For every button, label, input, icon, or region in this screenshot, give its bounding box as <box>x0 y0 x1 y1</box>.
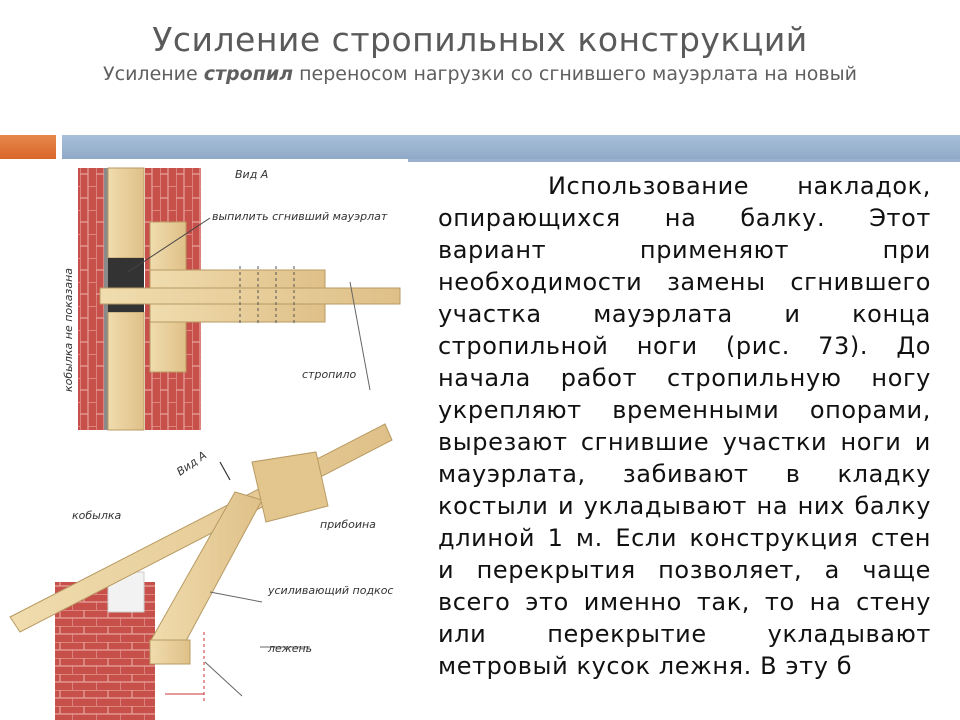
subtitle-suffix: переносом нагрузки со сгнившего мауэрлат… <box>293 63 857 85</box>
subtitle-prefix: Усиление <box>103 63 204 85</box>
label-lezhen: лежень <box>267 642 312 655</box>
label-podkos: усиливающий подкос <box>267 584 393 597</box>
subtitle-emphasis: стропил <box>203 63 294 85</box>
section-view-a <box>78 167 401 431</box>
slide-subtitle: Усиление стропил переносом нагрузки со с… <box>100 62 860 86</box>
accent-underline <box>408 159 960 162</box>
label-stropilo: стропило <box>302 368 357 381</box>
label-vid-a-top: Вид А <box>235 168 268 181</box>
label-cut-mauerlat: выпилить сгнивший мауэрлат <box>212 210 388 223</box>
rafter-reinforcement-figure: Вид А выпилить сгнивший мауэрлат кобылка… <box>9 167 401 720</box>
slide-title: Усиление стропильных конструкций <box>152 20 808 59</box>
body-paragraph: Использование накладок, опирающихся на б… <box>438 172 931 680</box>
accent-bar-blue <box>62 135 960 159</box>
label-kobylka: кобылка <box>72 509 122 522</box>
roof-node-view <box>9 423 393 720</box>
label-pribojna: прибоина <box>320 518 376 531</box>
label-vid-a: Вид А <box>174 449 209 479</box>
accent-bar-orange <box>0 135 56 159</box>
label-kobylka-note: кобылка не показана <box>62 268 75 392</box>
